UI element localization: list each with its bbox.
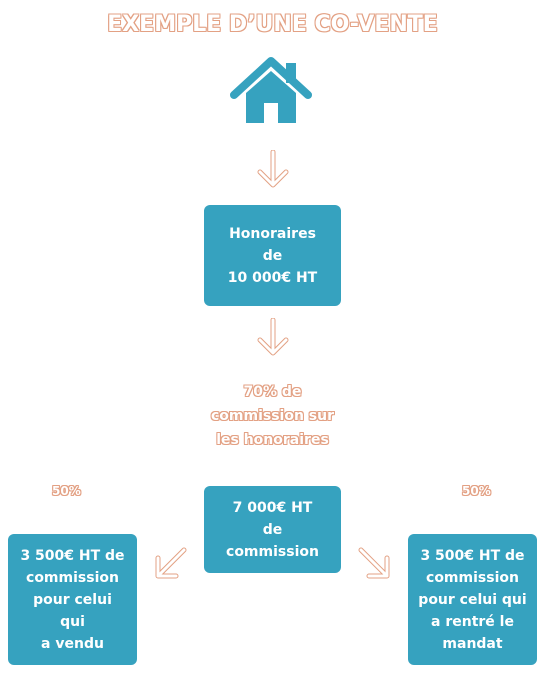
page-title: EXEMPLE D’UNE CO-VENTE: [107, 12, 438, 37]
split-right-pct: 50%: [462, 484, 491, 498]
fees-box: Honoraires de 10 000€ HT: [204, 205, 341, 306]
arrow-down-icon: [257, 318, 289, 356]
seller-commission-box: 3 500€ HT de commission pour celui qui a…: [8, 534, 137, 665]
commission-note: 70% de commission sur les honoraires: [210, 384, 335, 448]
house-icon: [230, 57, 312, 123]
arrow-down-icon: [257, 150, 289, 188]
arrow-down-left-icon: [155, 547, 187, 579]
split-left-pct: 50%: [52, 484, 81, 498]
arrow-down-right-icon: [358, 547, 390, 579]
mandate-commission-box: 3 500€ HT de commission pour celui qui a…: [408, 534, 537, 665]
commission-box: 7 000€ HT de commission: [204, 486, 341, 573]
